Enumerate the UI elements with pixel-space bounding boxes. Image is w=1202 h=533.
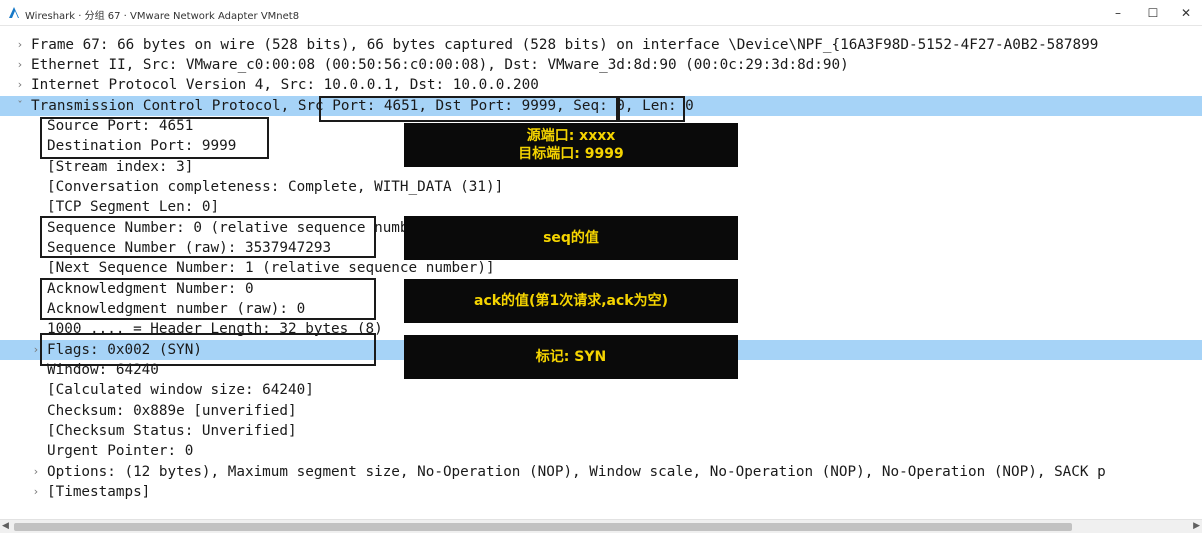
tree-row-calculated-window-size[interactable]: [Calculated window size: 64240] [47, 382, 314, 398]
wireshark-logo-icon [9, 7, 19, 18]
tree-row-sequence-number[interactable]: Sequence Number: 0 (relative sequence nu… [47, 220, 435, 236]
ack-annotation: ack的值(第1次请求,ack为空) [404, 279, 738, 323]
tree-row-acknowledgment-number-raw[interactable]: Acknowledgment number (raw): 0 [47, 301, 306, 317]
tree-row-next-sequence-number[interactable]: [Next Sequence Number: 1 (relative seque… [47, 260, 495, 276]
tree-row-options[interactable]: › Options: (12 bytes), Maximum segment s… [0, 462, 1202, 482]
tree-row-ethernet[interactable]: › Ethernet II, Src: VMware_c0:00:08 (00:… [0, 55, 1202, 75]
tree-row-destination-port[interactable]: Destination Port: 9999 [47, 138, 237, 154]
scroll-right-icon[interactable]: ▶ [1193, 521, 1200, 531]
expand-arrow-icon[interactable]: › [33, 485, 39, 498]
tree-row-checksum[interactable]: Checksum: 0x889e [unverified] [47, 403, 297, 419]
expand-arrow-icon[interactable]: › [33, 465, 39, 478]
scrollbar-thumb[interactable] [14, 523, 1072, 531]
tree-row-acknowledgment-number[interactable]: Acknowledgment Number: 0 [47, 281, 254, 297]
destination-port-note: 目标端口: 9999 [518, 146, 624, 162]
tree-row-timestamps[interactable]: › [Timestamps] [0, 482, 1202, 502]
ports-annotation: 源端口: xxxx 目标端口: 9999 [404, 123, 738, 167]
expand-arrow-icon[interactable]: › [17, 58, 23, 71]
close-button[interactable]: ✕ [1180, 6, 1192, 20]
scroll-left-icon[interactable]: ◀ [2, 521, 9, 531]
tree-row-sequence-number-raw[interactable]: Sequence Number (raw): 3537947293 [47, 240, 332, 256]
tree-row-window[interactable]: Window: 64240 [47, 362, 159, 378]
tree-row-source-port[interactable]: Source Port: 4651 [47, 118, 194, 134]
tree-row-stream-index[interactable]: [Stream index: 3] [47, 159, 194, 175]
expand-arrow-icon[interactable]: › [33, 343, 39, 356]
source-port-note: 源端口: xxxx [526, 128, 616, 144]
maximize-button[interactable]: ☐ [1147, 6, 1159, 20]
flags-annotation: 标记: SYN [404, 335, 738, 379]
horizontal-scrollbar[interactable]: ◀ ▶ [0, 519, 1202, 533]
tree-row-ipv4[interactable]: › Internet Protocol Version 4, Src: 10.0… [0, 75, 1202, 95]
expand-arrow-icon[interactable]: › [17, 38, 23, 51]
tree-row-frame[interactable]: › Frame 67: 66 bytes on wire (528 bits),… [0, 35, 1202, 55]
expand-arrow-icon[interactable]: › [17, 78, 23, 91]
window-title: Wireshark · 分组 67 · VMware Network Adapt… [25, 11, 300, 22]
tree-row-segment-len[interactable]: [TCP Segment Len: 0] [47, 199, 220, 215]
packet-detail-tree: › Frame 67: 66 bytes on wire (528 bits),… [0, 35, 1202, 515]
tree-row-conversation-completeness[interactable]: [Conversation completeness: Complete, WI… [47, 179, 504, 195]
title-bar: Wireshark · 分组 67 · VMware Network Adapt… [0, 0, 1202, 26]
minimize-button[interactable]: – [1115, 6, 1121, 20]
seq-annotation: seq的值 [404, 216, 738, 260]
tree-row-urgent-pointer[interactable]: Urgent Pointer: 0 [47, 443, 194, 459]
tree-row-tcp[interactable]: ˇ Transmission Control Protocol, Src Por… [0, 96, 1202, 116]
tree-row-checksum-status[interactable]: [Checksum Status: Unverified] [47, 423, 297, 439]
collapse-arrow-icon[interactable]: ˇ [17, 99, 23, 112]
